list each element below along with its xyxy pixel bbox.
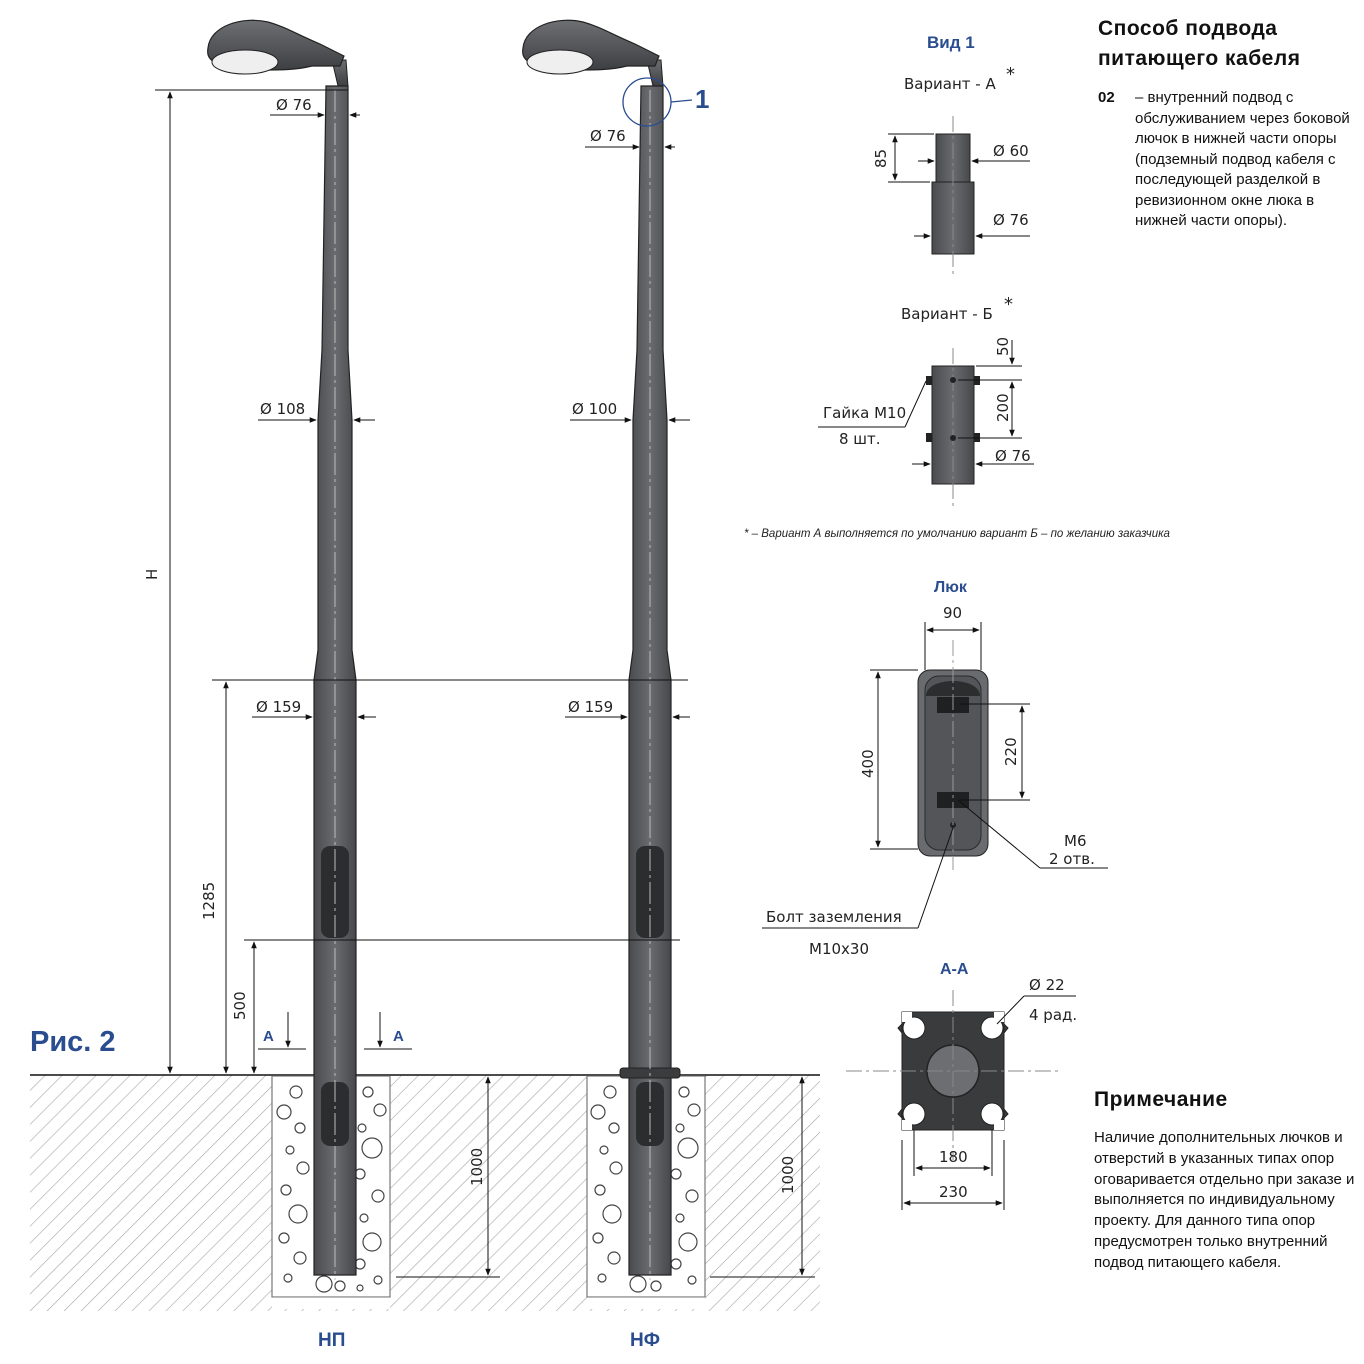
section-rad: 4 рад.: [1029, 1006, 1077, 1024]
hatch-dim-220: 220: [1002, 737, 1020, 766]
variant-a-d76: Ø 76: [993, 211, 1029, 229]
section-dim-230: 230: [939, 1183, 968, 1201]
hatch-drawing: [762, 622, 1108, 929]
dim-50-label: 50: [994, 337, 1012, 356]
variant-a-drawing: [888, 116, 1030, 274]
section-dim-180: 180: [939, 1148, 968, 1166]
bolt-label: Болт заземления: [766, 908, 902, 926]
concrete-fill: [276, 1085, 701, 1293]
ground: [30, 1074, 820, 1311]
dim-200-label: 200: [994, 393, 1012, 422]
title-line1: Способ подвода: [1098, 17, 1278, 40]
variant-b-label: Вариант - Б: [901, 305, 993, 323]
cable-method-title: Способ подвода питающего кабеля: [1098, 14, 1300, 74]
m6-holes-label: 2 отв.: [1049, 850, 1095, 868]
hatch-title: Люк: [934, 579, 968, 596]
height-label: H: [143, 569, 161, 580]
dim-85-label: 85: [872, 149, 890, 168]
np-d108-label: Ø 108: [260, 400, 305, 418]
pole-np-name: НП: [318, 1330, 345, 1351]
dim-500-label: 500: [231, 991, 249, 1020]
cable-method-description: 02 – внутренний подвод с обслуживанием ч…: [1098, 88, 1358, 232]
bolt-size-label: М10х30: [809, 940, 869, 958]
cable-method-text: – внутренний подвод с обслуживанием чере…: [1135, 89, 1350, 229]
nut-count: 8 шт.: [839, 430, 881, 448]
m6-label: М6: [1064, 832, 1087, 850]
nf-d76-label: Ø 76: [590, 127, 626, 145]
variant-b-asterisk: *: [1004, 294, 1013, 315]
base-plate-drawing: [846, 990, 1076, 1210]
nf-d159-label: Ø 159: [568, 698, 613, 716]
variant-b-d76: Ø 76: [995, 447, 1031, 465]
np-d159-label: Ø 159: [256, 698, 301, 716]
variant-a-d60: Ø 60: [993, 142, 1029, 160]
nf-d100-label: Ø 100: [572, 400, 617, 418]
figure-label: Рис. 2: [30, 1026, 116, 1058]
section-d22: Ø 22: [1029, 976, 1065, 994]
np-d76-label: Ø 76: [276, 96, 312, 114]
note-title: Примечание: [1094, 1088, 1228, 1111]
nf-depth-label: 1000: [779, 1156, 797, 1194]
dimension-lines: [155, 89, 815, 1278]
hatch-dim-400: 400: [859, 749, 877, 778]
variant-a-label: Вариант - А: [904, 75, 996, 93]
nut-label: Гайка М10: [823, 404, 906, 422]
dim-1285-label: 1285: [200, 882, 218, 920]
hatch-dim-90: 90: [943, 604, 962, 622]
np-depth-label: 1000: [468, 1148, 486, 1186]
view1-title: Вид 1: [927, 33, 975, 52]
section-mark-left: А: [263, 1028, 274, 1045]
callout-1: 1: [695, 84, 709, 114]
variant-a-asterisk: *: [1006, 64, 1015, 85]
section-mark-right: А: [393, 1028, 404, 1045]
title-line2: питающего кабеля: [1098, 47, 1301, 70]
variant-footnote: * – Вариант А выполняется по умолчанию в…: [744, 528, 1170, 540]
cable-method-code: 02: [1098, 89, 1115, 106]
pole-nf-name: НФ: [630, 1330, 660, 1351]
note-text: Наличие дополнительных лючков и отверсти…: [1094, 1129, 1355, 1271]
section-title: А-А: [940, 961, 969, 978]
variant-b-drawing: [818, 340, 1034, 506]
